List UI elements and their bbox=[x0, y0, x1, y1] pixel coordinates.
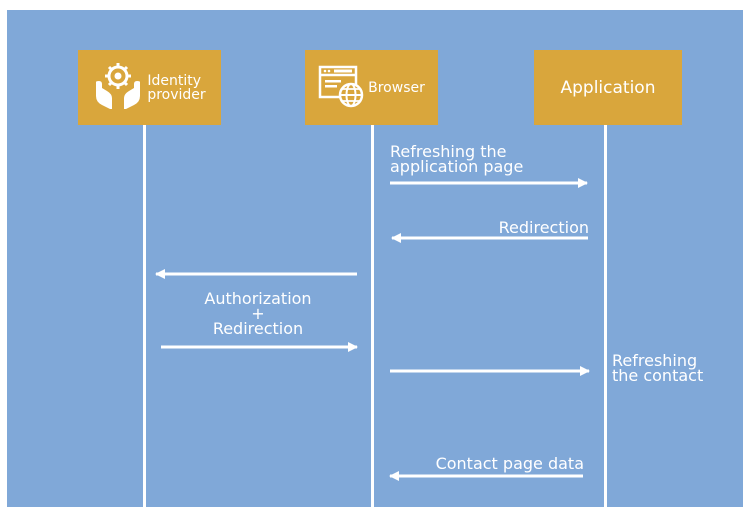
actor-application-label: Application bbox=[560, 77, 656, 98]
browser-lifeline bbox=[371, 125, 374, 507]
actor-identity-provider: Identity provider bbox=[78, 50, 221, 125]
message-label-refreshing-application-page: Refreshing the application page bbox=[390, 142, 524, 176]
identity-provider-lifeline bbox=[143, 125, 146, 507]
actor-browser: Browser bbox=[305, 50, 438, 125]
application-lifeline bbox=[604, 125, 607, 507]
diagram-canvas: Identity provider Browser Application bbox=[7, 10, 743, 507]
browser-globe-icon bbox=[318, 64, 364, 112]
message-arrows bbox=[155, 178, 590, 481]
message-label-contact-page-data: Contact page data bbox=[435, 454, 584, 473]
message-label-redirection: Redirection bbox=[498, 218, 589, 237]
actor-browser-label: Browser bbox=[368, 79, 425, 96]
hands-with-gear-icon bbox=[93, 62, 143, 114]
actor-application: Application bbox=[534, 50, 682, 125]
actor-identity-provider-label: Identity provider bbox=[147, 72, 206, 103]
message-label-refreshing-contact: Refreshing the contact bbox=[612, 351, 704, 385]
message-label-authorization-redirection: Authorization + Redirection bbox=[204, 289, 312, 338]
